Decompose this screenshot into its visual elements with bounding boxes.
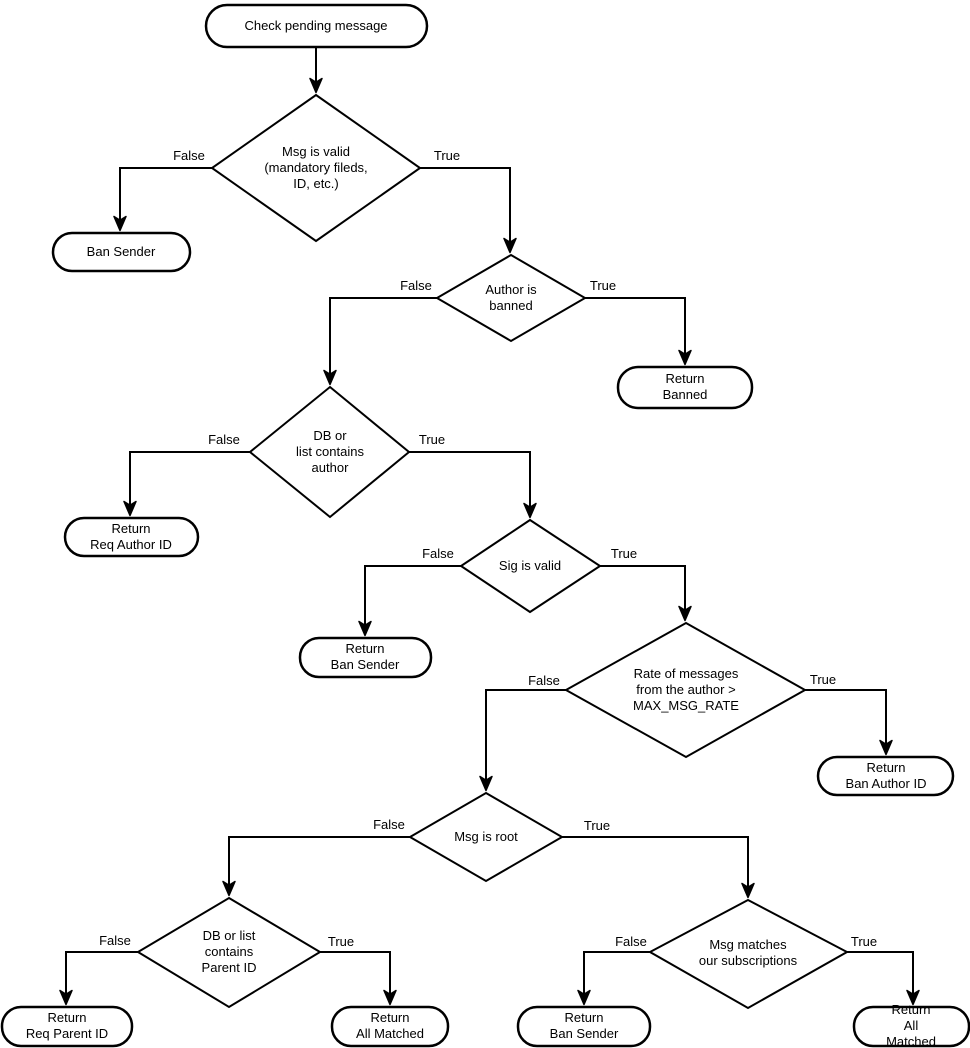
decision-msg-matches-subscriptions-shape: [647, 898, 850, 1010]
connector-group: [59, 47, 920, 1006]
terminator-return-req-parent-id-shape: [0, 1005, 134, 1048]
terminator-return-all-matched-right-shape: [852, 1005, 970, 1048]
connector-msg-valid-true: [420, 167, 517, 254]
terminator-return-ban-sender-shape: [298, 636, 433, 679]
connector-sig-valid-false: [358, 565, 461, 637]
terminator-return-ban-sender-2-shape: [516, 1005, 652, 1048]
connector-db-author-true: [409, 451, 537, 519]
decision-sig-is-valid-shape: [459, 518, 602, 614]
connector-author-banned-false: [323, 297, 437, 386]
decision-msg-is-root-shape: [408, 791, 564, 883]
connector-msg-valid-false: [113, 167, 212, 232]
terminator-check-pending-message-shape: [204, 3, 429, 49]
terminator-return-banned-shape: [616, 365, 754, 410]
connector-rate-false: [479, 689, 566, 792]
connector-msg-root-true: [562, 836, 755, 899]
terminator-ban-sender-shape: [51, 231, 192, 273]
connector-db-parent-false: [59, 951, 138, 1006]
terminator-return-all-matched-left-shape: [330, 1005, 450, 1048]
connector-sig-valid-true: [599, 565, 692, 622]
connector-subs-true: [847, 951, 920, 1006]
decision-msg-is-valid-shape: [210, 93, 422, 243]
decision-author-is-banned-shape: [435, 253, 587, 343]
decision-rate-exceeded-shape: [563, 621, 808, 759]
decision-db-contains-author-shape: [248, 385, 411, 519]
connector-db-author-false: [123, 451, 250, 517]
terminator-return-ban-author-id-shape: [816, 755, 955, 797]
node-shape-group: [0, 3, 970, 1048]
decision-db-contains-parent-shape: [136, 896, 322, 1009]
connector-subs-false: [577, 951, 650, 1006]
terminator-return-req-author-id-shape: [63, 516, 200, 558]
connector-msg-root-false: [222, 836, 410, 897]
connector-rate-true: [805, 689, 893, 756]
connector-db-parent-true: [320, 951, 397, 1006]
connector-author-banned-true: [585, 297, 692, 366]
